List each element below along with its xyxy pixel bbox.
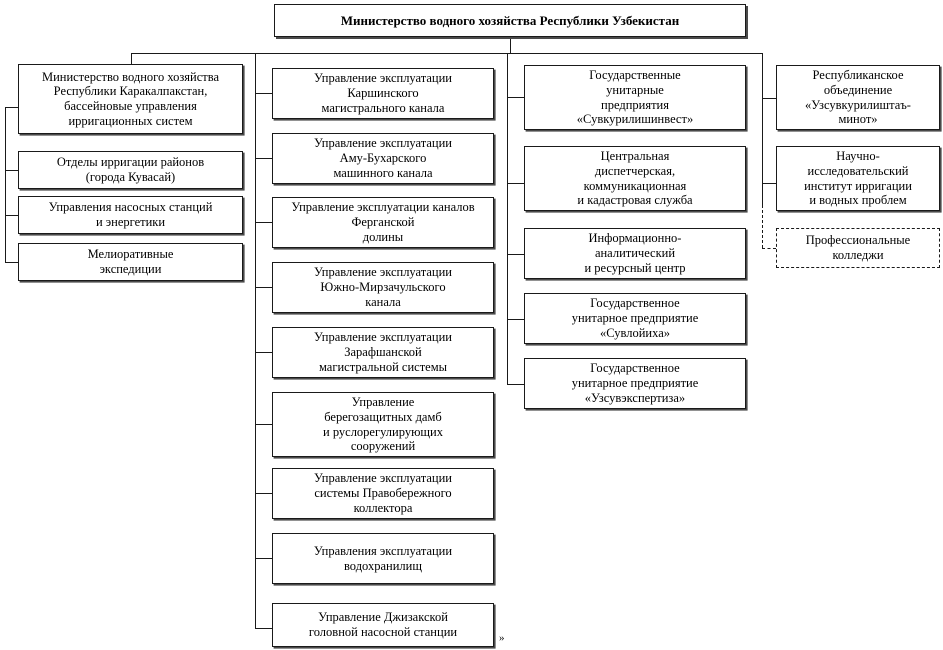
connector-stub-col3-4 (507, 384, 524, 385)
node-label: Управление эксплуатации Южно-Мирзачульск… (314, 265, 452, 309)
connector-stub-col4-0 (762, 98, 776, 99)
connector-stub-col1-0 (5, 107, 18, 108)
node-col3-0: Государственные унитарные предприятия «С… (524, 65, 746, 130)
node-col2-4: Управление эксплуатации Зарафшанской маг… (272, 327, 494, 378)
connector-stub-col2-6 (255, 493, 272, 494)
node-label: Управление эксплуатации Каршинского маги… (314, 71, 452, 115)
node-col1-3: Мелиоративные экспедиции (18, 243, 243, 281)
node-col2-6: Управление эксплуатации системы Правобер… (272, 468, 494, 519)
connector-drop-col4 (762, 53, 763, 205)
node-col1-2: Управления насосных станций и энергетики (18, 196, 243, 234)
connector-stub-col2-0 (255, 93, 272, 94)
connector-stub-col2-8 (255, 628, 272, 629)
connector-stub-col1-2 (5, 215, 18, 216)
connector-drop-col1 (131, 53, 132, 65)
node-col2-0: Управление эксплуатации Каршинского маги… (272, 68, 494, 119)
node-col1-0: Министерство водного хозяйства Республик… (18, 64, 243, 134)
node-label: Государственное унитарное предприятие «С… (571, 296, 699, 340)
node-label: Профессиональные колледжи (805, 233, 911, 262)
connector-stub-col2-5 (255, 424, 272, 425)
node-col2-7: Управления эксплуатации водохранилищ (272, 533, 494, 584)
connector-drop-col4-dashed (762, 205, 763, 248)
node-label: Министерство водного хозяйства Республик… (41, 69, 220, 128)
node-col3-4: Государственное унитарное предприятие «У… (524, 358, 746, 409)
connector-root-stem (510, 37, 511, 54)
node-label: Управление берегозащитных дамб и руслоре… (323, 395, 443, 454)
node-col4-2-professional-colleges: Профессиональные колледжи (776, 228, 940, 268)
node-label: Информационно- аналитический и ресурсный… (584, 231, 686, 275)
node-col2-1: Управление эксплуатации Аму-Бухарского м… (272, 133, 494, 184)
connector-stub-col2-3 (255, 287, 272, 288)
trailing-quote-mark: » (499, 632, 505, 644)
node-col2-5: Управление берегозащитных дамб и руслоре… (272, 392, 494, 457)
connector-stub-col2-2 (255, 222, 272, 223)
node-label: Управление эксплуатации Зарафшанской маг… (314, 330, 452, 374)
connector-spine-col1 (5, 107, 6, 263)
node-label: Государственные унитарные предприятия «С… (576, 68, 694, 127)
node-label: Управления насосных станций и энергетики (48, 200, 213, 229)
node-col3-2: Информационно- аналитический и ресурсный… (524, 228, 746, 279)
node-label: Управление эксплуатации каналов Ферганск… (291, 200, 475, 244)
node-label: Управление эксплуатации Аму-Бухарского м… (314, 136, 452, 180)
node-label: Государственное унитарное предприятие «У… (571, 361, 699, 405)
connector-drop-col2 (255, 53, 256, 628)
connector-stub-col4-1 (762, 183, 776, 184)
node-label: Управление Джизакской головной насосной … (308, 610, 458, 639)
node-label: Управления эксплуатации водохранилищ (313, 543, 453, 573)
node-col4-1: Научно- исследовательский институт ирриг… (776, 146, 940, 211)
node-label: Отделы ирригации районов (города Кувасай… (56, 155, 205, 184)
connector-stub-col2-7 (255, 558, 272, 559)
node-col3-1: Центральная диспетчерская, коммуникацион… (524, 146, 746, 211)
node-col2-8: Управление Джизакской головной насосной … (272, 603, 494, 647)
node-label: Центральная диспетчерская, коммуникацион… (577, 149, 693, 208)
connector-stub-col1-1 (5, 170, 18, 171)
connector-stub-col1-3 (5, 262, 18, 263)
connector-stub-col3-2 (507, 254, 524, 255)
connector-stub-col4-2 (762, 248, 776, 249)
connector-stub-col2-4 (255, 352, 272, 353)
node-col1-1: Отделы ирригации районов (города Кувасай… (18, 151, 243, 189)
node-label: Мелиоративные экспедиции (87, 247, 174, 276)
node-label: Научно- исследовательский институт ирриг… (804, 149, 912, 208)
connector-stub-col3-3 (507, 319, 524, 320)
node-col3-3: Государственное унитарное предприятие «С… (524, 293, 746, 344)
node-col2-2: Управление эксплуатации каналов Ферганск… (272, 197, 494, 248)
node-col2-3: Управление эксплуатации Южно-Мирзачульск… (272, 262, 494, 313)
connector-stub-col3-1 (507, 183, 524, 184)
node-label: Управление эксплуатации системы Правобер… (314, 471, 452, 515)
node-label: Министерство водного хозяйства Республик… (340, 12, 680, 28)
connector-main-bus (131, 53, 763, 54)
node-col4-0: Республиканское объединение «Узсувкурили… (776, 65, 940, 130)
connector-drop-col3 (507, 53, 508, 384)
connector-stub-col2-1 (255, 158, 272, 159)
node-label: Республиканское объединение «Узсувкурили… (805, 68, 911, 127)
connector-stub-col3-0 (507, 97, 524, 98)
node-root-ministry: Министерство водного хозяйства Республик… (274, 4, 746, 37)
